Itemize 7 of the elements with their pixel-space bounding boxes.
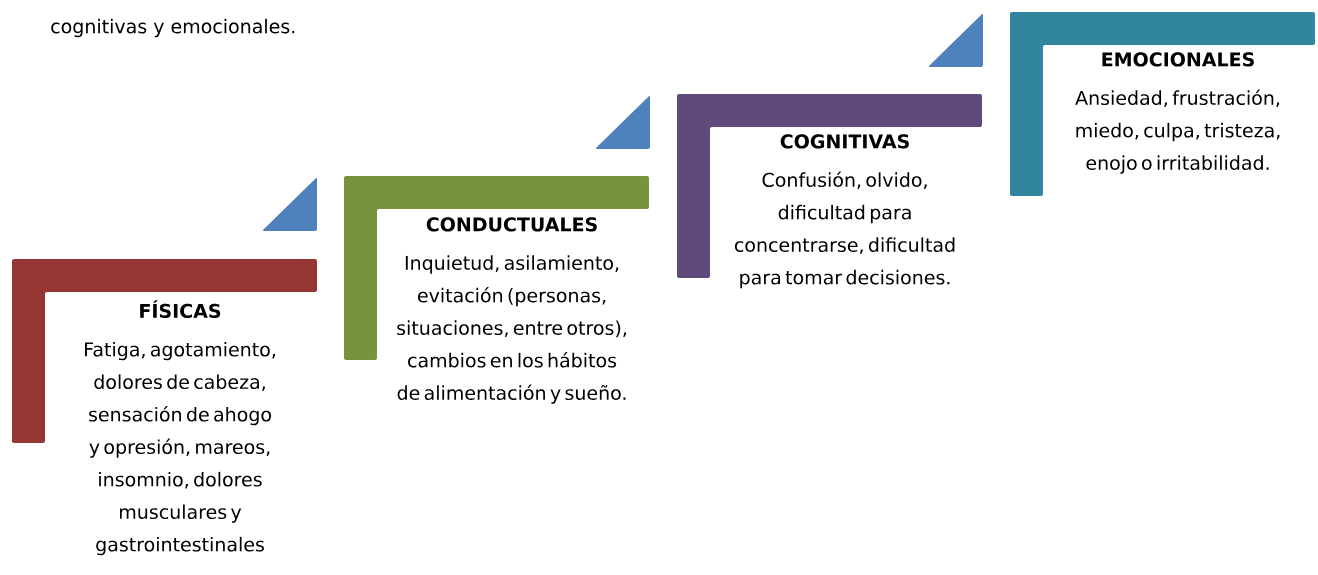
- note-text: cognitivas y emocionales.: [51, 18, 295, 38]
- stage-bracket: FÍSICAS Fatiga, agotamiento, dolores de cabeza, sensación de ahogo y opresión, mareos, insomnio, dolores musculares y gastrointestinales: [12, 259, 317, 556]
- node-label: insomnio, dolores musculares y gastrointestinales: [96, 471, 264, 556]
- node-label: de alimentación y sueño.: [397, 384, 626, 404]
- stage-bracket: COGNITIVAS Confusión, olvido, dificultad para concentrarse, dificultad para tomar decisiones.: [677, 94, 982, 289]
- stage-bracket: CONDUCTUALES Inquietud, asilamiento, evitación (personas, situaciones, entre otros), cambios en los hábitos de alimentación y sueño.: [344, 176, 649, 404]
- stage-bracket: EMOCIONALES Ansiedad, frustración, miedo, culpa, tristeza, enojo o irritabilidad.: [1010, 12, 1315, 196]
